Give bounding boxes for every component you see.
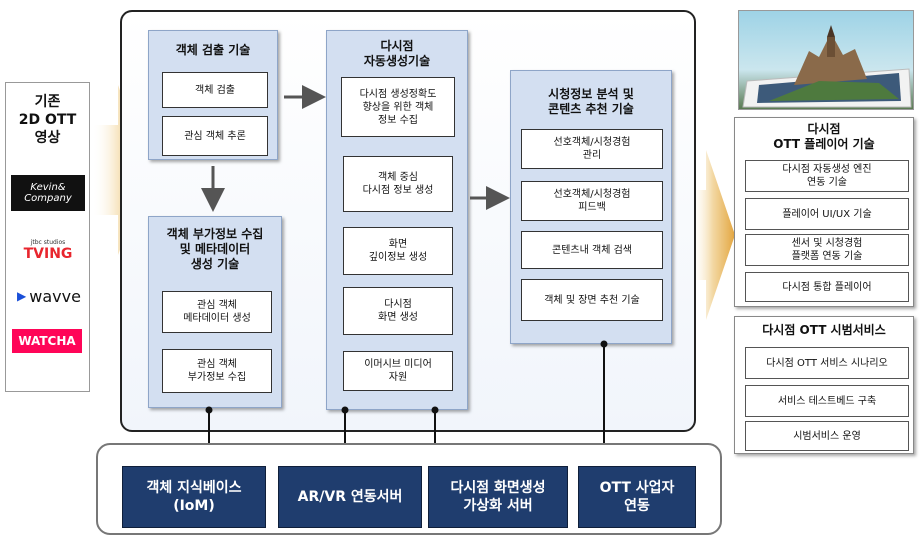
metadata-generation-item: 관심 객체 메타데이터 생성 — [162, 291, 272, 333]
object-search-item: 콘텐츠내 객체 검색 — [521, 231, 663, 269]
object-detection-panel: 객체 검출 기술 객체 검출 관심 객체 추론 — [148, 30, 278, 160]
watcha-logo: WATCHA — [12, 329, 82, 353]
depth-info-item: 화면 깊이정보 생성 — [343, 227, 453, 275]
arvr-server: AR/VR 연동서버 — [278, 466, 422, 528]
immersive-media-item: 이머시브 미디어 자원 — [343, 351, 453, 391]
ott-provider-server: OTT 사업자 연동 — [578, 466, 696, 528]
virtualization-server: 다시점 화면생성 가상화 서버 — [428, 466, 568, 528]
wavve-logo: ▶ wavve — [17, 286, 81, 306]
object-centric-item: 객체 중심 다시점 정보 생성 — [343, 156, 453, 212]
pilot-service-panel: 다시점 OTT 시범서비스 다시점 OTT 서비스 시나리오 서비스 테스트베드… — [734, 316, 914, 454]
multiview-screen-item: 다시점 화면 생성 — [343, 287, 453, 335]
integrated-player-item: 다시점 통합 플레이어 — [745, 272, 909, 302]
player-title: 다시점 OTT 플레이어 기술 — [773, 122, 875, 151]
service-scenario-item: 다시점 OTT 서비스 시나리오 — [745, 347, 909, 379]
metadata-title: 객체 부가정보 수집 및 메타데이터 생성 기술 — [166, 227, 264, 271]
analysis-title: 시청정보 분석 및 콘텐츠 추천 기술 — [548, 87, 634, 116]
multiview-accuracy-item: 다시점 생성정확도 향상을 위한 객체 정보 수집 — [341, 77, 455, 137]
iom-server: 객체 지식베이스 (IoM) — [122, 466, 266, 528]
additional-info-item: 관심 객체 부가정보 수집 — [162, 349, 272, 393]
output-flow-arrow — [690, 150, 735, 320]
engine-integration-item: 다시점 자동생성 엔진 연동 기술 — [745, 160, 909, 192]
player-uiux-item: 플레이어 UI/UX 기술 — [745, 198, 909, 230]
object-detection-item: 객체 검출 — [162, 72, 268, 108]
analysis-panel: 시청정보 분석 및 콘텐츠 추천 기술 선호객체/시청경험 관리 선호객체/시청… — [510, 70, 672, 344]
legacy-title: 기존 2D OTT 영상 — [18, 94, 77, 146]
sensor-platform-item: 센서 및 시청경험 플랫폼 연동 기술 — [745, 234, 909, 266]
kevin-company-logo: Kevin& Company — [11, 175, 85, 211]
tving-logo: jtbc studios TVING — [23, 238, 73, 262]
preference-feedback-item: 선호객체/시청경험 피드백 — [521, 181, 663, 221]
metadata-panel: 객체 부가정보 수집 및 메타데이터 생성 기술 관심 객체 메타데이터 생성 … — [148, 216, 282, 408]
object-detection-title: 객체 검출 기술 — [175, 43, 251, 57]
legacy-2d-ott-box: 기존 2D OTT 영상 Kevin& Company jtbc studios… — [5, 82, 90, 392]
pilot-operation-item: 시범서비스 운영 — [745, 421, 909, 451]
testbed-item: 서비스 테스트베드 구축 — [745, 385, 909, 417]
object-inference-item: 관심 객체 추론 — [162, 116, 268, 156]
multiview-title: 다시점 자동생성기술 — [363, 39, 431, 68]
scene-recommendation-item: 객체 및 장면 추천 기술 — [521, 279, 663, 321]
pilot-title: 다시점 OTT 시범서비스 — [762, 323, 886, 337]
multiview-panel: 다시점 자동생성기술 다시점 생성정확도 향상을 위한 객체 정보 수집 객체 … — [326, 30, 468, 410]
castle-illustration — [742, 25, 912, 108]
smartphone-castle-image — [738, 10, 914, 110]
preference-management-item: 선호객체/시청경험 관리 — [521, 129, 663, 169]
player-panel: 다시점 OTT 플레이어 기술 다시점 자동생성 엔진 연동 기술 플레이어 U… — [734, 117, 914, 307]
